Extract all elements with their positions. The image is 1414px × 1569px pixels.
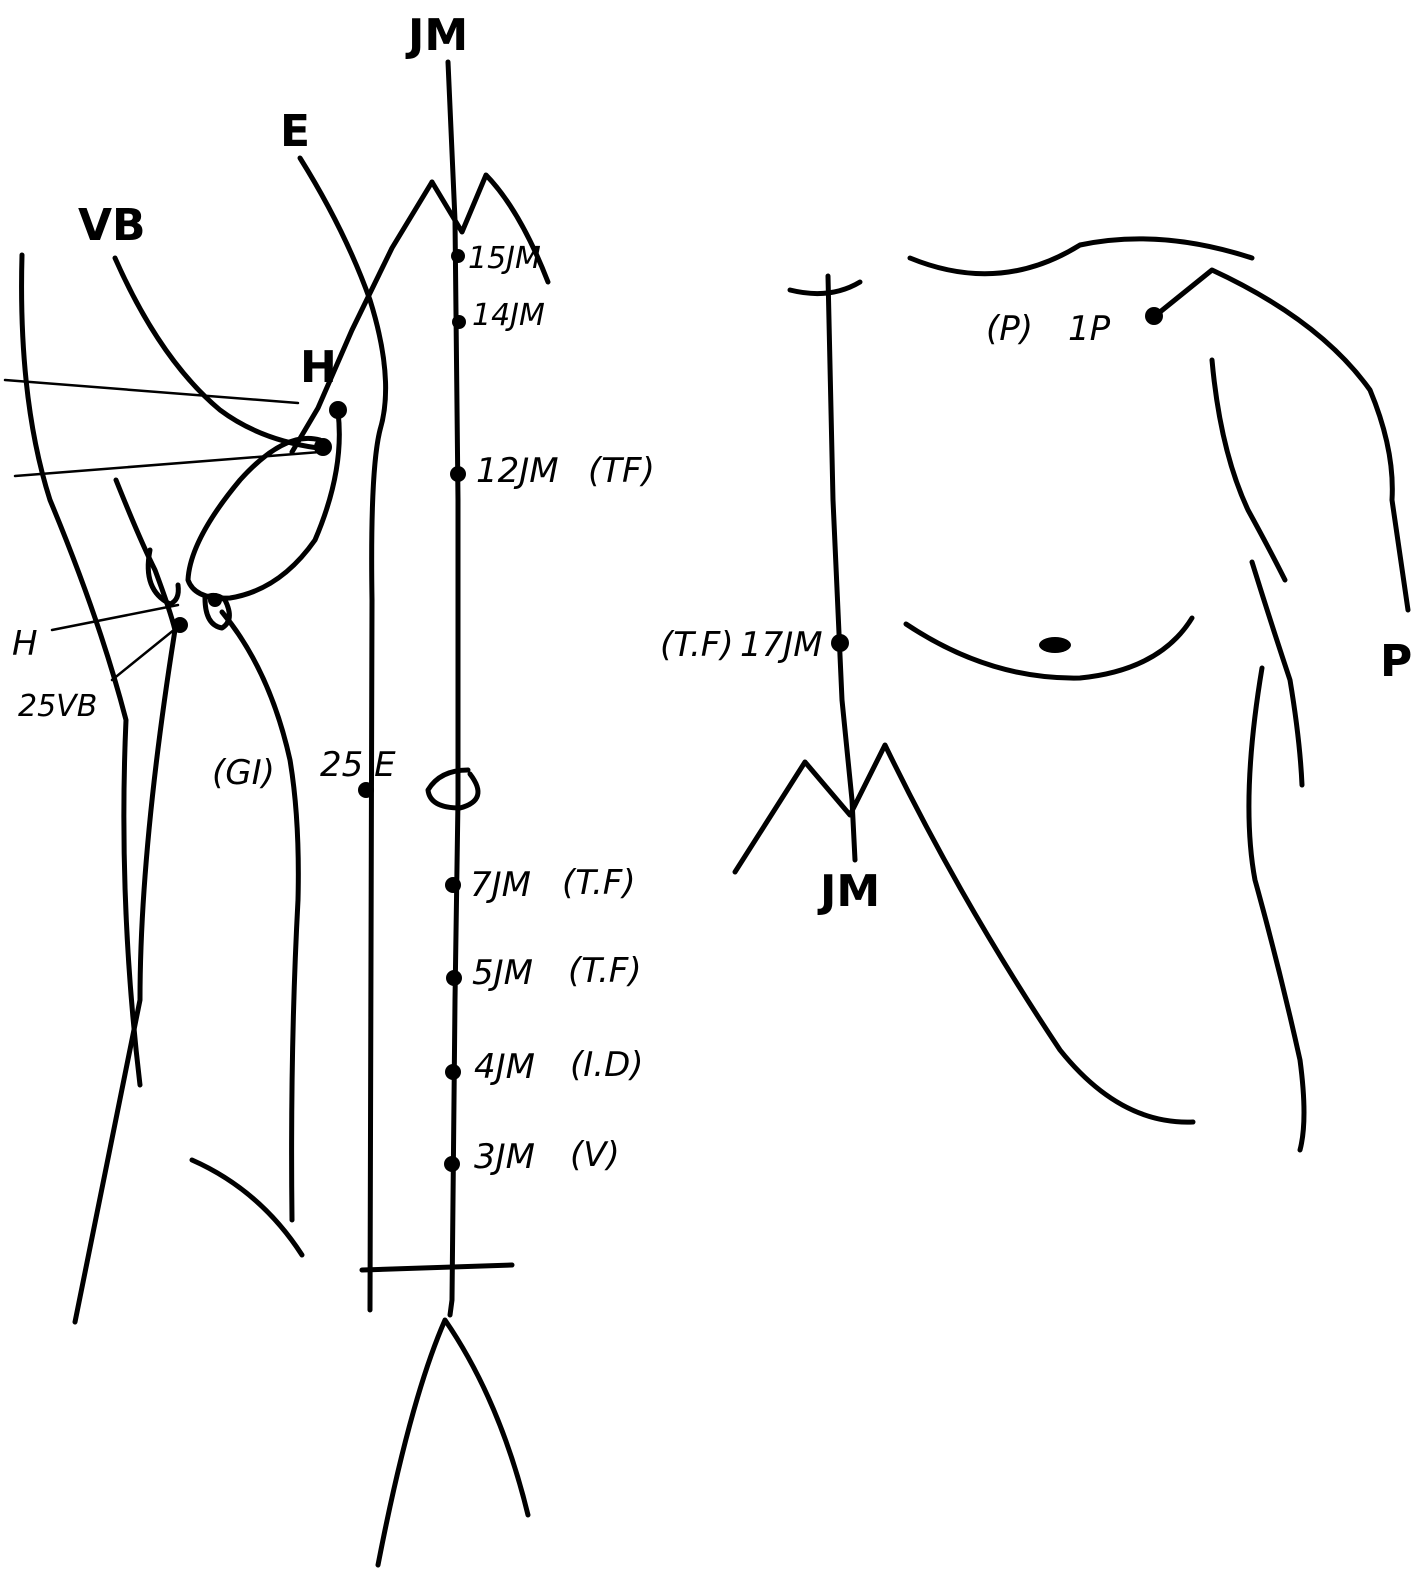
legs-outline <box>378 1320 528 1565</box>
inner-arm-outline <box>1212 360 1285 580</box>
clavicle-outline <box>910 239 1252 274</box>
p-meridian-line <box>1155 270 1408 610</box>
point-groin-dot <box>208 593 222 607</box>
label-vb: VB <box>78 200 146 251</box>
abdomen-outline <box>735 745 1193 1122</box>
e-meridian-line <box>300 158 386 1310</box>
label-3jm: 3JM <box>474 1137 535 1177</box>
label-25vb: 25VB <box>18 689 97 724</box>
point-14jm-dot <box>452 315 466 329</box>
pointer-line-top <box>5 380 298 403</box>
thigh-front-outline <box>222 612 298 1220</box>
point-12jm-dot <box>450 466 466 482</box>
label-15jm: 15JM <box>468 241 541 276</box>
point-4jm-dot <box>445 1064 461 1080</box>
label-e: E <box>280 106 310 157</box>
label-25e: 25 E <box>320 745 396 785</box>
knee-outline <box>192 1160 302 1255</box>
jm-meridian-line-right <box>828 276 855 860</box>
vb-meridian-line <box>115 258 318 448</box>
label-12jm: 12JM <box>476 451 559 491</box>
label-4jm: 4JM <box>474 1047 535 1087</box>
lower-torso-outline <box>1249 668 1304 1150</box>
label-jm-top: JM <box>405 10 468 61</box>
label-17jm-tag: (T.F) <box>660 625 734 665</box>
left-figure: JM E VB H H 15JM 14JM 12JM (TF) 7JM (T.F… <box>5 10 655 1565</box>
pointer-line-mid <box>15 452 320 476</box>
navel-circle <box>428 770 478 808</box>
pubis-bar <box>362 1265 512 1270</box>
groin-loop-outer <box>188 412 339 598</box>
point-17jm-dot <box>831 634 849 652</box>
back-outline <box>22 255 140 1085</box>
label-5jm-tag: (T.F) <box>568 951 642 991</box>
label-p: P <box>1380 636 1412 687</box>
label-1p: 1P <box>1068 309 1111 349</box>
label-7jm: 7JM <box>470 865 531 905</box>
point-h-dot-1 <box>329 401 347 419</box>
label-jm-bottom: JM <box>817 866 880 917</box>
label-5jm: 5JM <box>472 953 533 993</box>
point-h-dot-2 <box>314 438 332 456</box>
point-1p-dot <box>1145 307 1163 325</box>
label-14jm: 14JM <box>472 298 545 333</box>
label-12jm-tag: (TF) <box>588 451 655 491</box>
label-gi-tag: (GI) <box>212 753 275 793</box>
label-3jm-tag: (V) <box>570 1135 620 1175</box>
neck-arc <box>790 282 860 294</box>
label-h-partial: H <box>12 624 38 664</box>
point-5jm-dot <box>446 970 462 986</box>
arm-outline <box>292 182 432 452</box>
point-3jm-dot <box>444 1156 460 1172</box>
point-25vb-dot <box>172 617 188 633</box>
point-15jm-dot <box>451 249 465 263</box>
label-7jm-tag: (T.F) <box>562 863 636 903</box>
label-h: H <box>300 342 337 393</box>
label-17jm: 17JM <box>740 625 823 665</box>
nipple-mark <box>1039 637 1071 653</box>
label-4jm-tag: (I.D) <box>570 1045 644 1085</box>
point-7jm-dot <box>445 877 461 893</box>
label-1p-tag: (P) <box>986 309 1033 349</box>
pointer-line-h <box>52 605 178 630</box>
right-figure: JM P 17JM (T.F) 1P (P) <box>660 239 1412 1150</box>
